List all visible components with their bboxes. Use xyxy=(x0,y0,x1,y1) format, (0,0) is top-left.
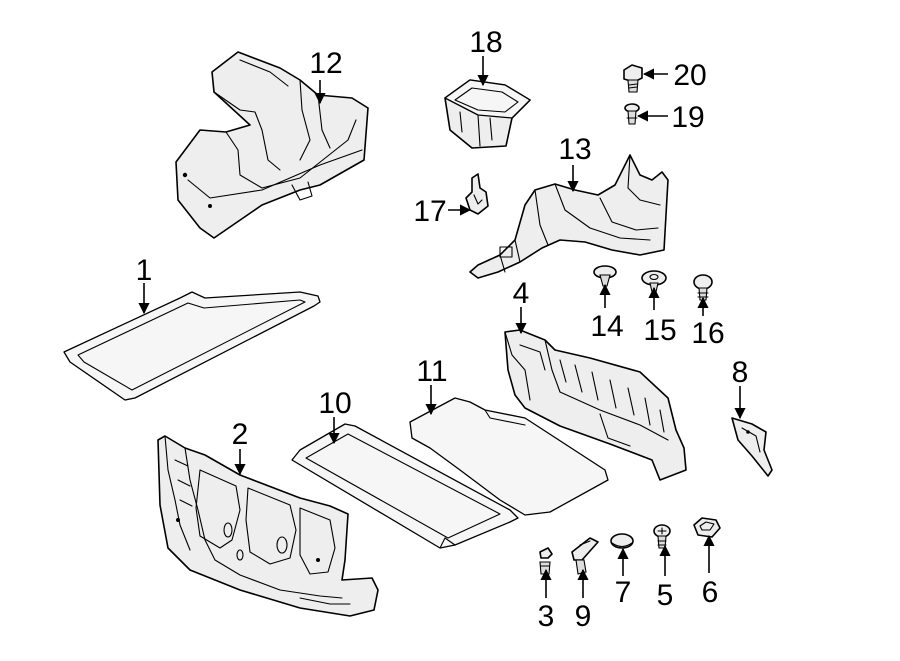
part-9-clip xyxy=(571,537,599,575)
callout-17: 17 xyxy=(413,195,446,228)
callout-4: 4 xyxy=(513,277,530,310)
callout-14: 14 xyxy=(590,310,623,343)
part-5-screw xyxy=(653,524,671,549)
part-17-clip xyxy=(465,173,489,215)
part-13-quarter-trim xyxy=(469,154,669,279)
part-18-storage-bin xyxy=(444,79,531,149)
callout-12: 12 xyxy=(309,47,342,80)
part-2-rear-panel-insulator xyxy=(157,435,379,617)
part-8-bracket xyxy=(731,417,773,477)
part-16-rivet xyxy=(693,274,713,301)
callout-5: 5 xyxy=(657,579,674,612)
part-6-retainer xyxy=(693,517,721,538)
part-4-side-trim-panel xyxy=(504,329,687,481)
callout-labels: 1 2 3 4 5 6 7 8 9 10 11 12 13 14 15 16 1… xyxy=(136,26,749,633)
callout-10: 10 xyxy=(318,387,351,420)
callout-2: 2 xyxy=(232,418,249,451)
part-1-trunk-mat xyxy=(63,291,321,401)
callout-9: 9 xyxy=(575,600,592,633)
part-20-bolt xyxy=(623,64,643,93)
callout-20: 20 xyxy=(673,59,706,92)
callout-19: 19 xyxy=(671,101,704,134)
callout-13: 13 xyxy=(558,133,591,166)
callout-16: 16 xyxy=(691,317,724,350)
callout-11: 11 xyxy=(416,355,447,388)
callout-18: 18 xyxy=(469,26,502,59)
part-11-floor-mat xyxy=(409,397,609,516)
part-19-screw xyxy=(624,103,640,125)
callout-8: 8 xyxy=(732,356,749,389)
callout-15: 15 xyxy=(643,314,676,347)
callout-1: 1 xyxy=(136,254,153,287)
callout-7: 7 xyxy=(615,576,632,609)
callout-3: 3 xyxy=(538,600,555,633)
part-14-push-pin xyxy=(593,265,617,287)
part-7-plug xyxy=(610,533,634,549)
callout-6: 6 xyxy=(702,576,719,609)
leader-lines xyxy=(138,56,746,598)
